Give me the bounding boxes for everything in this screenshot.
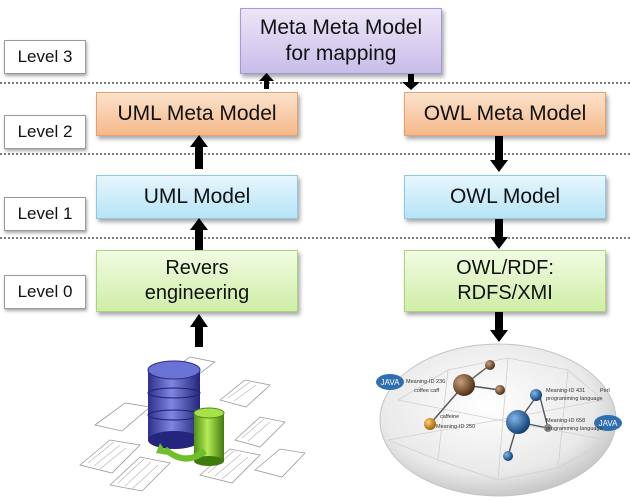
level-0-label: Level 0 [4,275,86,309]
blue-database-cylinder [147,360,201,449]
arrow-up-to-meta-meta [259,73,274,89]
label-meaning-658: Meaning-ID 658 [546,418,585,424]
revers-engineering-box: Revers engineering [96,250,298,312]
java-badge-right [594,415,622,431]
level-1-label: Level 1 [4,197,86,231]
sync-arrow-icon [162,446,207,462]
uml-meta-model-box: UML Meta Model [96,92,298,136]
java-badge-left [376,374,404,390]
sphere-mesh [387,357,609,481]
level-divider-2-1 [0,153,630,155]
database-illustration [79,356,306,492]
level-divider-3-2 [0,82,630,84]
arrow-down-to-owl-model [490,136,508,172]
label-programming-language-1: programming language [546,396,603,402]
arrow-down-to-owl-rdf [490,219,508,249]
arrow-down-to-ontology [490,312,508,342]
java-badge-left-text: JAVA [381,378,400,387]
label-perl: Perl [600,388,610,394]
ontology-sphere-illustration: JAVA JAVA Meaning-ID 236 coffee caff caf… [376,343,622,497]
label-meaning-236: Meaning-ID 236 [406,379,445,385]
arrow-down-to-owl-meta [402,74,420,90]
level-3-label: Level 3 [4,40,86,74]
node-perl [530,389,542,401]
arrow-up-to-uml-meta [190,135,208,169]
arrow-up-to-revers [190,314,208,347]
java-badge-right-text: JAVA [599,419,618,428]
green-database-cylinder [193,407,225,466]
owl-rdf-box: OWL/RDF: RDFS/XMI [404,250,606,312]
level-divider-1-0 [0,237,630,239]
label-programming-language-2: programming language [546,426,603,432]
uml-model-box: UML Model [96,175,298,219]
node-coffee [453,374,475,396]
meta-meta-model-box: Meta Meta Model for mapping [240,8,442,74]
arrow-up-to-uml-model [190,218,208,250]
table-card-lines [87,381,271,490]
level-2-label: Level 2 [4,115,86,149]
label-caffeine: caffeine [440,414,459,420]
label-meaning-431: Meaning-ID 431 [546,388,585,394]
node-java [506,410,530,434]
node-caffeine [424,418,436,430]
label-meaning-250: Meaning-ID 250 [436,424,475,430]
owl-model-box: OWL Model [404,175,606,219]
owl-meta-model-box: OWL Meta Model [404,92,606,136]
label-coffee-caff: coffee caff [414,388,440,394]
